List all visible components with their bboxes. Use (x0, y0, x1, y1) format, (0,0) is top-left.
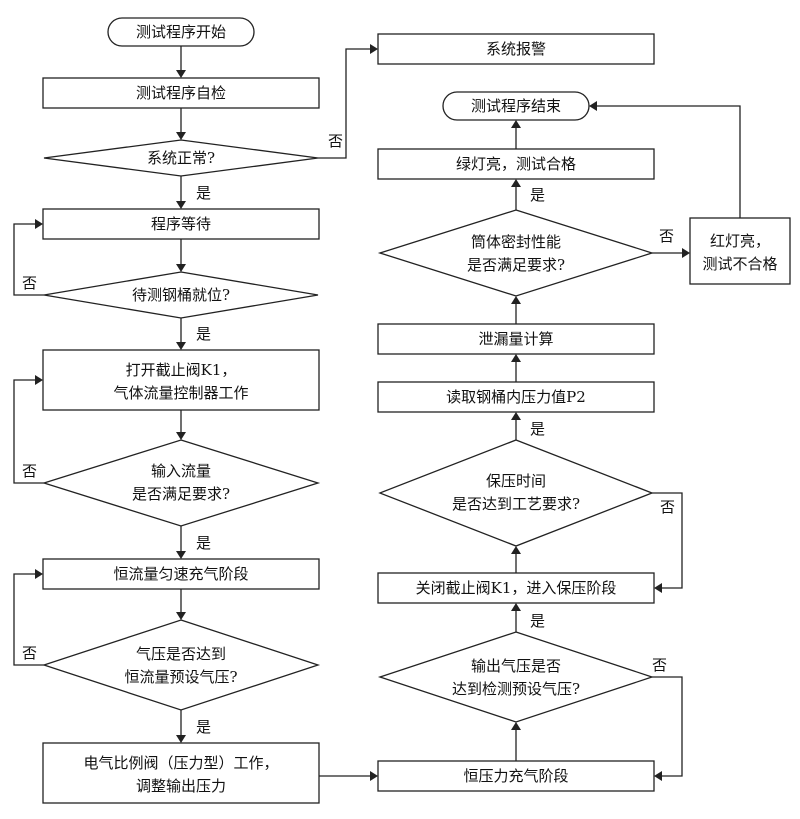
no-label-system: 否 (328, 132, 343, 150)
seal-ok-label-2: 是否满足要求? (467, 256, 565, 274)
seal-ok-decision (377, 209, 655, 297)
open-valve-label-2: 气体流量控制器工作 (113, 384, 248, 402)
no-label-hold: 否 (660, 498, 675, 516)
open-valve-label-1: 打开截止阀K1， (126, 361, 237, 379)
read-p2-box (377, 381, 655, 413)
green-light-box (377, 148, 655, 180)
flow-ok-decision (41, 439, 321, 527)
yes-label-output: 是 (530, 612, 545, 630)
self-check-label: 测试程序自检 (136, 84, 226, 102)
seal-ok-label-1: 筒体密封性能 (471, 233, 561, 251)
red-light-box (689, 217, 791, 285)
self-check-box (42, 77, 320, 109)
no-label-flow: 否 (22, 462, 37, 480)
hold-ok-label-1: 保压时间 (486, 472, 546, 490)
green-light-label: 绿灯亮，测试合格 (456, 155, 576, 173)
pressure-reach-label-2: 恒流量预设气压? (124, 668, 237, 686)
barrel-ready-label: 待测钢桶就位? (132, 286, 230, 304)
proportional-label-1: 电气比例阀（压力型）工作， (83, 754, 278, 772)
yes-label-seal: 是 (530, 186, 545, 204)
const-flow-label: 恒流量匀速充气阶段 (113, 565, 248, 583)
pressure-reach-decision (41, 619, 321, 711)
alarm-box (377, 33, 655, 65)
no-label-barrel: 否 (22, 274, 37, 292)
no-label-output: 否 (652, 656, 667, 674)
arrowheads (35, 44, 690, 781)
proportional-valve-box (42, 742, 320, 804)
close-valve-label: 关闭截止阀K1，进入保压阶段 (416, 579, 617, 597)
alarm-label: 系统报警 (486, 40, 546, 58)
yes-label-flow: 是 (196, 534, 211, 552)
wait-label: 程序等待 (151, 215, 211, 233)
yes-label-hold: 是 (530, 420, 545, 438)
output-ok-decision (377, 631, 655, 723)
red-light-label-2: 测试不合格 (702, 255, 777, 273)
const-pressure-label: 恒压力充气阶段 (463, 767, 568, 785)
output-ok-label-1: 输出气压是否 (471, 657, 561, 675)
close-valve-box (377, 572, 655, 604)
hold-ok-decision (378, 439, 654, 547)
proportional-label-2: 调整输出压力 (136, 777, 226, 795)
connectors (13, 46, 741, 777)
no-label-pressure: 否 (22, 644, 37, 662)
hold-ok-label-2: 是否达到工艺要求? (452, 495, 580, 513)
pressure-reach-label-1: 气压是否达到 (136, 645, 226, 663)
red-light-label-1: 红灯亮， (710, 232, 770, 250)
system-ok-label: 系统正常? (147, 149, 215, 167)
no-label-seal: 否 (659, 227, 674, 245)
leak-calc-label: 泄漏量计算 (478, 330, 553, 348)
yes-label-barrel: 是 (196, 325, 211, 343)
yes-label-pressure: 是 (196, 718, 211, 736)
end-label: 测试程序结束 (471, 97, 561, 115)
start-label: 测试程序开始 (136, 23, 226, 41)
flow-ok-label-2: 是否满足要求? (132, 485, 230, 503)
yes-label-system: 是 (196, 184, 211, 202)
flow-ok-label-1: 输入流量 (151, 462, 211, 480)
read-p2-label: 读取钢桶内压力值P2 (446, 388, 586, 406)
output-ok-label-2: 达到检测预设气压? (452, 680, 580, 698)
